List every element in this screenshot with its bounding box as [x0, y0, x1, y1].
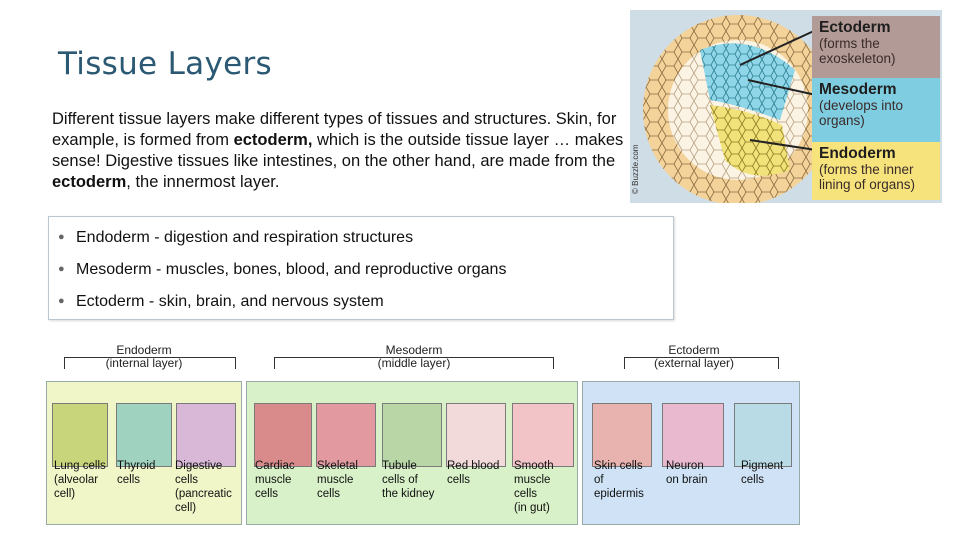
smooth-muscle-cell-image: [512, 403, 574, 467]
bullet-dot-icon: ●: [58, 231, 65, 243]
intro-text-1: Different tissue layers make different t…: [52, 110, 617, 149]
group-label-endoderm: Endoderm(internal layer): [84, 344, 204, 370]
cell-label-line: Skeletal: [317, 460, 358, 472]
intro-text-3: , the innermost layer.: [126, 173, 280, 191]
cell-label-line: Cardiac: [255, 460, 295, 472]
bullet-list: ● Endoderm - digestion and respiration st…: [48, 216, 674, 320]
bullet-term: Ectoderm: [76, 293, 145, 310]
intro-bold-1: ectoderm,: [233, 131, 313, 149]
cell-label-line: Tubule: [382, 460, 417, 472]
cell-label-line: epidermis: [594, 488, 644, 500]
ectoderm-box: Ectoderm (forms the exoskeleton): [812, 16, 940, 78]
skin-cell-image: [592, 403, 652, 467]
cell-label-thyroid: Thyroid cells: [117, 459, 155, 487]
group-name: Mesoderm: [385, 343, 443, 357]
bullet-desc: - skin, brain, and nervous system: [144, 293, 384, 310]
bullet-dot-icon: ●: [58, 263, 65, 275]
bracket-endoderm: [64, 357, 236, 369]
cell-label-line: Pigment: [741, 460, 784, 472]
cell-label-cardiac: Cardiac muscle cells: [255, 459, 295, 501]
cell-label-red-blood: Red blood cells: [447, 459, 499, 487]
mesoderm-desc: (develops into organs): [819, 98, 904, 128]
bullet-term: Endoderm: [76, 229, 150, 246]
cell-label-tubule: Tubule cells of the kidney: [382, 459, 434, 501]
neuron-cell-image: [662, 403, 724, 467]
red-blood-cell-image: [446, 403, 506, 467]
cell-label-line: cells: [447, 474, 471, 486]
cell-label-line: cells: [175, 474, 199, 486]
ectoderm-desc: (forms the exoskeleton): [819, 36, 896, 66]
cell-label-line: (alveolar: [54, 474, 99, 486]
bullet-term: Mesoderm: [76, 261, 152, 278]
cell-label-neuron: Neuron on brain: [666, 459, 708, 487]
endoderm-box: Endoderm (forms the inner lining of orga…: [812, 142, 940, 200]
cell-label-smooth-muscle: Smooth muscle cells (in gut): [514, 459, 554, 515]
group-sub: (middle layer): [377, 356, 451, 370]
bullet-mesoderm: ● Mesoderm - muscles, bones, blood, and r…: [58, 261, 506, 279]
cell-label-line: Smooth: [514, 460, 554, 472]
lung-cell-image: [52, 403, 108, 467]
pigment-cell-image: [734, 403, 792, 467]
digestive-cell-image: [176, 403, 236, 467]
cell-label-line: Skin cells: [594, 460, 643, 472]
cell-label-digestive: Digestive cells (pancreatic cell): [175, 459, 232, 515]
cell-label-line: on brain: [666, 474, 708, 486]
cell-label-line: cells: [514, 488, 538, 500]
image-credit: © Buzzle.com: [631, 144, 640, 194]
group-sub: (internal layer): [105, 356, 183, 370]
endoderm-label: Endoderm: [819, 145, 896, 162]
ectoderm-label: Ectoderm: [819, 19, 891, 36]
cell-label-skin: Skin cells of epidermis: [594, 459, 644, 501]
cell-label-line: muscle: [317, 474, 354, 486]
cell-label-pigment: Pigment cells: [741, 459, 783, 487]
endoderm-desc: (forms the inner lining of organs): [819, 162, 916, 192]
embryo-illustration: [643, 15, 820, 203]
cell-label-line: cells of: [382, 474, 418, 486]
cell-label-line: cells: [741, 474, 765, 486]
cell-types-figure: Endoderm(internal layer) Mesoderm(middle…: [44, 343, 802, 540]
group-label-ectoderm: Ectoderm(external layer): [634, 344, 754, 370]
slide-title: Tissue Layers: [58, 46, 272, 82]
cell-label-line: Digestive: [175, 460, 223, 472]
group-name: Ectoderm: [668, 343, 720, 357]
group-sub: (external layer): [653, 356, 735, 370]
cell-label-line: muscle: [514, 474, 551, 486]
cell-label-line: cells: [317, 488, 341, 500]
cell-label-line: cells: [117, 474, 141, 486]
cell-label-line: muscle: [255, 474, 292, 486]
cell-label-line: cells: [255, 488, 279, 500]
group-name: Endoderm: [116, 343, 172, 357]
cell-label-line: (in gut): [514, 502, 550, 514]
cell-label-line: cell): [175, 502, 197, 514]
tubule-cell-image: [382, 403, 442, 467]
cardiac-cell-image: [254, 403, 312, 467]
intro-paragraph: Different tissue layers make different t…: [52, 109, 632, 193]
thyroid-cell-image: [116, 403, 172, 467]
cell-label-line: Red blood: [447, 460, 500, 472]
cell-label-skeletal: Skeletal muscle cells: [317, 459, 358, 501]
bullet-dot-icon: ●: [58, 295, 65, 307]
skeletal-cell-image: [316, 403, 376, 467]
cell-label-line: cell): [54, 488, 76, 500]
cell-label-line: of: [594, 474, 604, 486]
intro-text-2: which is the outside tissue layer … make…: [52, 131, 624, 170]
cell-label-line: Thyroid: [117, 460, 156, 472]
group-label-mesoderm: Mesoderm(middle layer): [354, 344, 474, 370]
bullet-endoderm: ● Endoderm - digestion and respiration st…: [58, 229, 413, 247]
mesoderm-label: Mesoderm: [819, 81, 897, 98]
cell-label-line: Neuron: [666, 460, 704, 472]
germ-layer-figure: © Buzzle.com Ectoderm (forms the exoskel…: [630, 10, 942, 203]
cell-label-line: Lung cells: [54, 460, 106, 472]
bracket-mesoderm: [274, 357, 554, 369]
bullet-desc: - muscles, bones, blood, and reproductiv…: [151, 261, 507, 278]
bullet-desc: - digestion and respiration structures: [149, 229, 414, 246]
bracket-ectoderm: [624, 357, 779, 369]
cell-label-line: the kidney: [382, 488, 435, 500]
cell-label-line: (pancreatic: [175, 488, 232, 500]
mesoderm-box: Mesoderm (develops into organs): [812, 78, 940, 142]
intro-bold-2: ectoderm: [52, 173, 127, 191]
cell-label-lung: Lung cells (alveolar cell): [54, 459, 106, 501]
bullet-ectoderm: ● Ectoderm - skin, brain, and nervous sys…: [58, 293, 384, 311]
